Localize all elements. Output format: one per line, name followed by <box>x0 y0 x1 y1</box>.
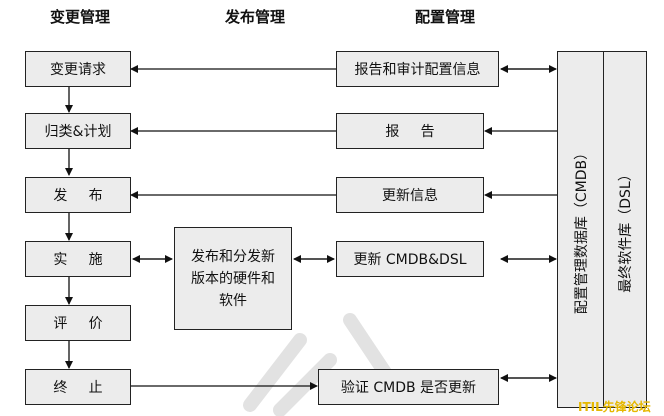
step-implement: 实 施 <box>25 241 131 277</box>
config-report: 报 告 <box>336 113 484 149</box>
release-distribute-box: 发布和分发新 版本的硬件和 软件 <box>174 227 292 330</box>
watermark-text: ITIL先锋论坛 <box>578 400 651 414</box>
config-update-info: 更新信息 <box>336 177 484 213</box>
cmdb-label: 配置管理数据库（CMDB） <box>573 145 590 314</box>
step-evaluate: 评 价 <box>25 305 131 341</box>
release-box-line-1: 发布和分发新 <box>191 248 275 265</box>
step-change-request: 变更请求 <box>25 51 131 87</box>
cmdb-column: 配置管理数据库（CMDB） <box>557 51 604 408</box>
header-release-management: 发布管理 <box>224 8 285 26</box>
step-release: 发 布 <box>25 177 131 213</box>
release-box-line-2: 版本的硬件和 <box>191 270 275 287</box>
release-box-line-3: 软件 <box>219 292 247 309</box>
step-classify-plan: 归类&计划 <box>25 113 131 149</box>
header-config-management: 配置管理 <box>414 8 475 26</box>
header-change-management: 变更管理 <box>49 8 110 26</box>
step-terminate: 终 止 <box>25 369 131 405</box>
config-verify-cmdb: 验证 CMDB 是否更新 <box>318 369 499 405</box>
config-update-cmdb-dsl: 更新 CMDB&DSL <box>336 241 484 277</box>
dsl-label: 最终软件库（DSL） <box>618 166 634 293</box>
config-report-audit: 报告和审计配置信息 <box>336 51 499 87</box>
dsl-column: 最终软件库（DSL） <box>603 51 647 408</box>
